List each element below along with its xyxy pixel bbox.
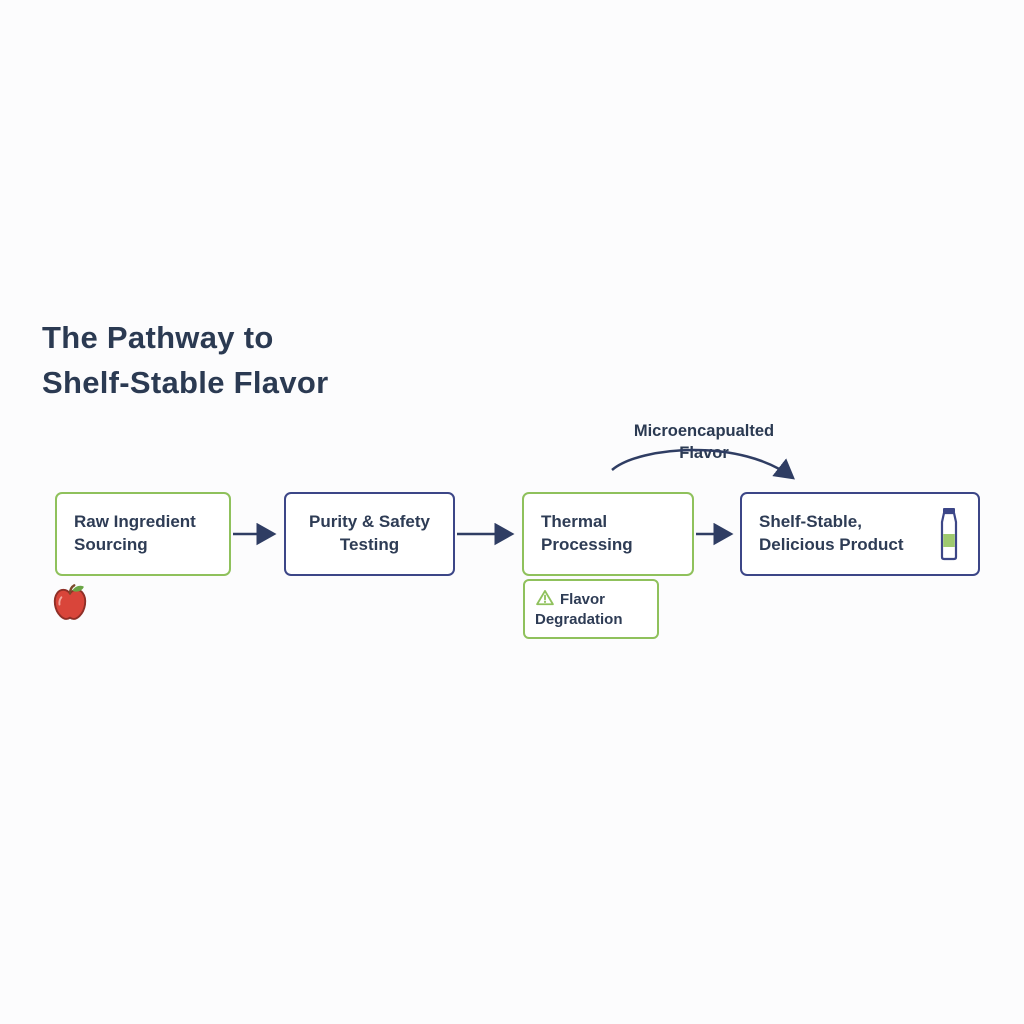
apple-icon (53, 584, 87, 620)
node-thermal-processing: Thermal Processing (522, 492, 694, 576)
node-purity-safety-testing: Purity & Safety Testing (284, 492, 455, 576)
node-shelf-stable-product: Shelf-Stable, Delicious Product (740, 492, 980, 576)
callout-label: Flavor Degradation (535, 591, 623, 628)
node-label: Purity & Safety Testing (309, 512, 430, 554)
warning-triangle-icon (536, 590, 554, 606)
annotation-microencapsulated-flavor: Microencapualted Flavor (633, 422, 775, 463)
node-label: Thermal Processing (541, 512, 633, 554)
node-raw-ingredient-sourcing: Raw Ingredient Sourcing (55, 492, 231, 576)
milk-bottle-icon (940, 508, 958, 561)
node-label: Raw Ingredient Sourcing (74, 512, 196, 554)
page-title: The Pathway to Shelf-Stable Flavor (42, 320, 329, 400)
flavor-degradation-callout: Flavor Degradation (523, 579, 659, 639)
node-label: Shelf-Stable, Delicious Product (759, 512, 904, 554)
